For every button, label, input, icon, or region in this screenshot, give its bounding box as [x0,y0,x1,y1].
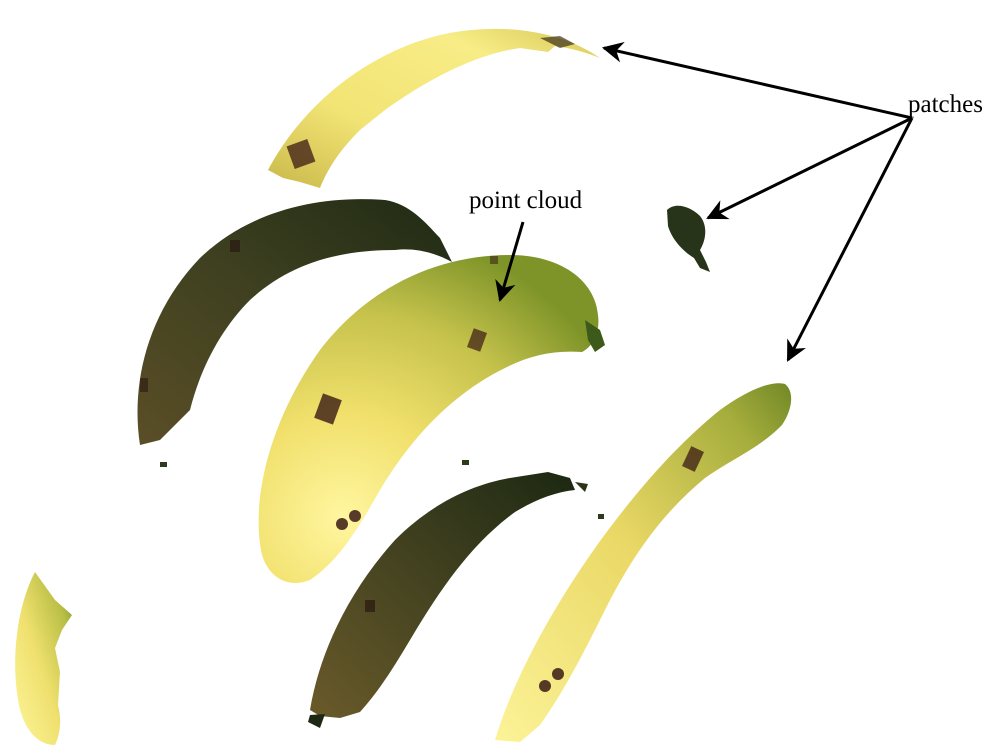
arrow-patches-right [788,118,912,360]
arrow-patches-blob [708,118,912,218]
label-point-cloud: point cloud [469,187,583,214]
patch-small-blob [667,206,710,272]
label-patches: patches [908,91,983,118]
patch-top [268,29,600,188]
patch-bottom-left [15,572,72,745]
arrow-patches-top [604,48,912,118]
patch-right [495,383,791,742]
